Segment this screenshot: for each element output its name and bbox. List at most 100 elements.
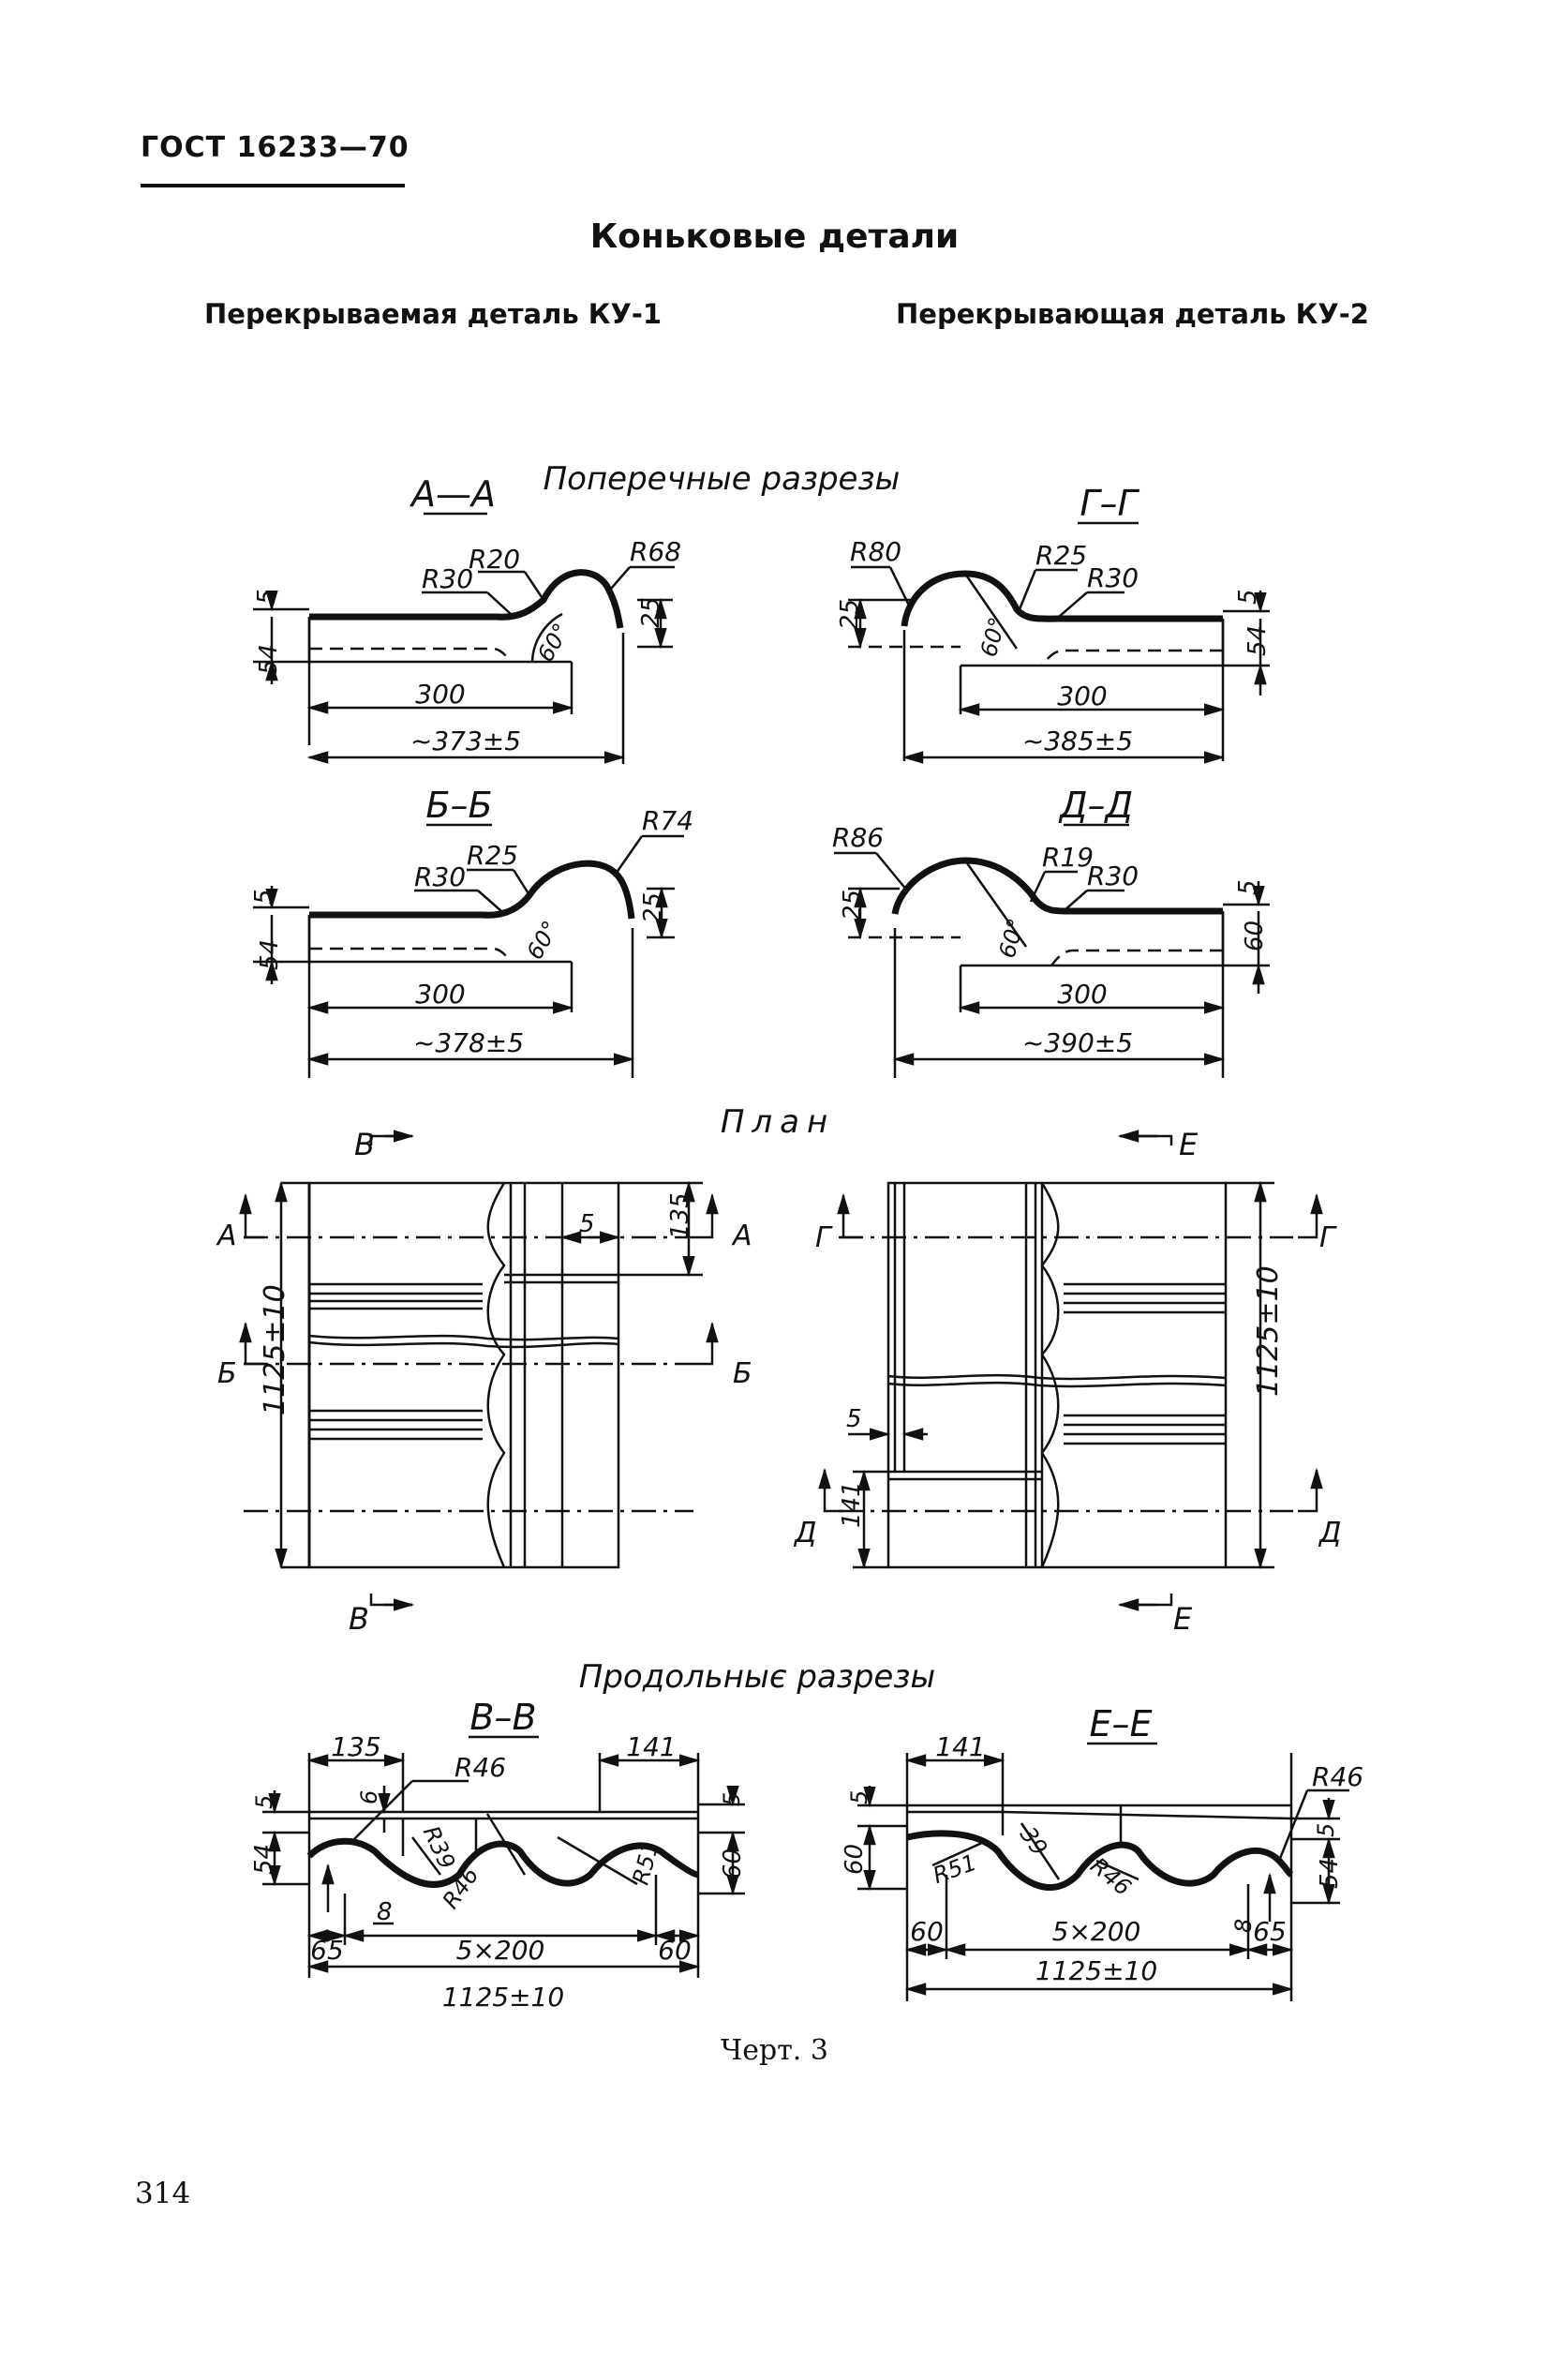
plan-right-mark-d-left: Д: [793, 1517, 816, 1549]
aa-dim-h-sheet: 5: [253, 589, 281, 605]
plan-left-mark-b-right: Б: [733, 1357, 752, 1390]
ee-dim-h-sheet: 5: [846, 1790, 872, 1804]
vv-dim-w-first: 65: [310, 1935, 344, 1966]
plan-left-cut-top: В: [354, 1127, 375, 1162]
vv-dim-overlap-right: 141: [626, 1731, 676, 1762]
dd-dim-angle: 60°: [994, 916, 1030, 961]
figure-caption: Черт. 3: [721, 2034, 828, 2067]
section-gg: Г–Г 25 54 5 R80 R25 R30 60° 300 ~385±5: [836, 483, 1272, 764]
plan-left-cut-bottom: В: [349, 1601, 369, 1637]
bb-dim-w-base: 300: [415, 979, 465, 1010]
page-title: Коньковые детали: [589, 217, 960, 256]
plan-right-mark-d-right: Д: [1318, 1517, 1341, 1549]
plan-left-mark-a-right: А: [731, 1220, 752, 1252]
ee-dim-r-mid: 39: [1015, 1822, 1052, 1861]
plan-right-dim-length: 1125±10: [1252, 1265, 1285, 1397]
ee-dim-w-last: 65: [1253, 1916, 1287, 1947]
dd-dim-h-total: 60: [1241, 921, 1269, 951]
gg-dim-h-rise: 25: [836, 599, 864, 630]
section-ee-title: Е–Е: [1089, 1703, 1152, 1744]
vv-dim-h-total: 54: [250, 1844, 278, 1875]
plan-right-mark-g-left: Г: [815, 1221, 833, 1254]
vv-dim-r-left: R39: [418, 1822, 460, 1874]
section-dd: Д–Д 25 60 5 R86 R19 R30 60° 300 ~390±5: [832, 785, 1270, 1078]
plan-left-mark-b-left: Б: [217, 1357, 237, 1390]
section-vv-title: В–В: [469, 1697, 536, 1738]
ee-dim-r-left: R51: [930, 1849, 980, 1889]
aa-dim-r-arc: R68: [630, 536, 681, 567]
plan-left-mark-a-left: А: [216, 1220, 237, 1252]
bb-dim-w-total: ~378±5: [413, 1027, 524, 1058]
header-rule: [141, 184, 405, 187]
gg-dim-h-total: 54: [1244, 625, 1272, 656]
section-vv: В–В 5 54: [250, 1697, 747, 2013]
ee-dim-r-top: R46: [1312, 1761, 1363, 1792]
section-dd-title: Д–Д: [1058, 785, 1133, 826]
section-aa: А—А 54 5 25 R30 R20 R68 60° 300 ~373±5: [253, 473, 681, 764]
plan-right: Е Е Г Г Д Д 1125±10 141 5: [793, 1127, 1341, 1637]
bb-dim-r-small: R30: [414, 861, 466, 892]
dd-dim-w-base: 300: [1057, 979, 1107, 1010]
dd-dim-w-total: ~390±5: [1022, 1027, 1133, 1058]
page-number: 314: [135, 2177, 191, 2210]
section-bb: Б–Б 54 5 25 R30 R25 R74 60° 300 ~378±5: [250, 785, 693, 1078]
plan-right-mark-g-right: Г: [1319, 1221, 1337, 1254]
ee-dim-h-left: 60: [841, 1844, 869, 1875]
subtitle-left: Перекрываемая деталь КУ-1: [204, 298, 663, 330]
vv-dim-h-sheet-right: 5: [719, 1792, 745, 1806]
standard-number: ГОСТ 16233—70: [141, 131, 410, 164]
vv-dim-h-sheet: 5: [251, 1795, 277, 1809]
gg-dim-h-sheet: 5: [1234, 589, 1262, 605]
section-bb-title: Б–Б: [425, 785, 492, 826]
ee-dim-w-mid: 5×200: [1052, 1916, 1141, 1947]
bb-dim-h-rise: 25: [639, 892, 667, 923]
vv-dim-h-right: 60: [719, 1849, 747, 1879]
gg-dim-r-small: R30: [1087, 562, 1139, 593]
longitudinal-heading: Продольныє разрезы: [579, 1658, 936, 1696]
plan-heading: План: [721, 1103, 835, 1141]
aa-dim-angle: 60°: [532, 619, 575, 666]
plan-right-dim-gap: 5: [846, 1405, 862, 1433]
aa-dim-r-small: R30: [422, 563, 473, 594]
ee-dim-overlap: 141: [935, 1731, 985, 1762]
aa-dim-h-total: 54: [255, 644, 283, 675]
vv-dim-w-total: 1125±10: [442, 1982, 564, 2013]
vv-dim-h-small: 6: [356, 1790, 382, 1804]
ee-dim-h-sheet-right: 5: [1313, 1823, 1339, 1837]
gg-dim-w-total: ~385±5: [1022, 726, 1133, 756]
dd-dim-r-mid: R19: [1042, 842, 1094, 873]
ee-dim-w-total: 1125±10: [1035, 1955, 1157, 1986]
section-gg-title: Г–Г: [1080, 483, 1139, 524]
section-aa-title: А—А: [409, 473, 496, 515]
plan-right-cut-bottom: Е: [1173, 1601, 1193, 1637]
ee-dim-w-first: 60: [910, 1916, 944, 1947]
plan-right-cut-top: Е: [1179, 1127, 1199, 1162]
section-ee: Е–Е 5 60 5 54 1: [841, 1703, 1363, 2001]
subtitle-right: Перекрывающая деталь КУ-2: [896, 298, 1369, 330]
plan-left-dim-gap: 5: [579, 1210, 595, 1238]
vv-dim-r-bottom: R46: [438, 1863, 484, 1914]
plan-left-dim-length: 1125±10: [259, 1284, 291, 1415]
aa-dim-r-mid: R20: [469, 544, 520, 575]
cross-sections-heading: Поперечные разрезы: [544, 460, 901, 498]
vv-dim-d-small: 8: [377, 1898, 393, 1926]
vv-dim-w-mid: 5×200: [456, 1935, 545, 1966]
dd-dim-h-rise: 25: [839, 890, 867, 921]
dd-dim-r-small: R30: [1087, 861, 1139, 891]
vv-dim-r-top: R46: [454, 1752, 506, 1783]
vv-dim-overlap-left: 135: [331, 1731, 380, 1762]
bb-dim-h-total: 54: [256, 939, 284, 970]
plan-left-dim-overlap: 135: [666, 1192, 694, 1239]
gg-dim-r-mid: R25: [1035, 540, 1087, 571]
gg-dim-w-base: 300: [1057, 681, 1107, 711]
bb-dim-r-arc: R74: [642, 805, 693, 836]
plan-right-dim-overlap: 141: [838, 1481, 866, 1528]
aa-dim-h-rise: 25: [637, 597, 665, 628]
plan-left: В В А А Б Б 1125±10 135 5: [216, 1127, 752, 1637]
ee-dim-h-total: 54: [1316, 1858, 1344, 1889]
dd-dim-r-arc: R86: [832, 822, 884, 853]
bb-dim-r-mid: R25: [467, 840, 518, 871]
aa-dim-w-total: ~373±5: [410, 726, 521, 756]
ee-dim-d-small: 8: [1230, 1919, 1257, 1933]
